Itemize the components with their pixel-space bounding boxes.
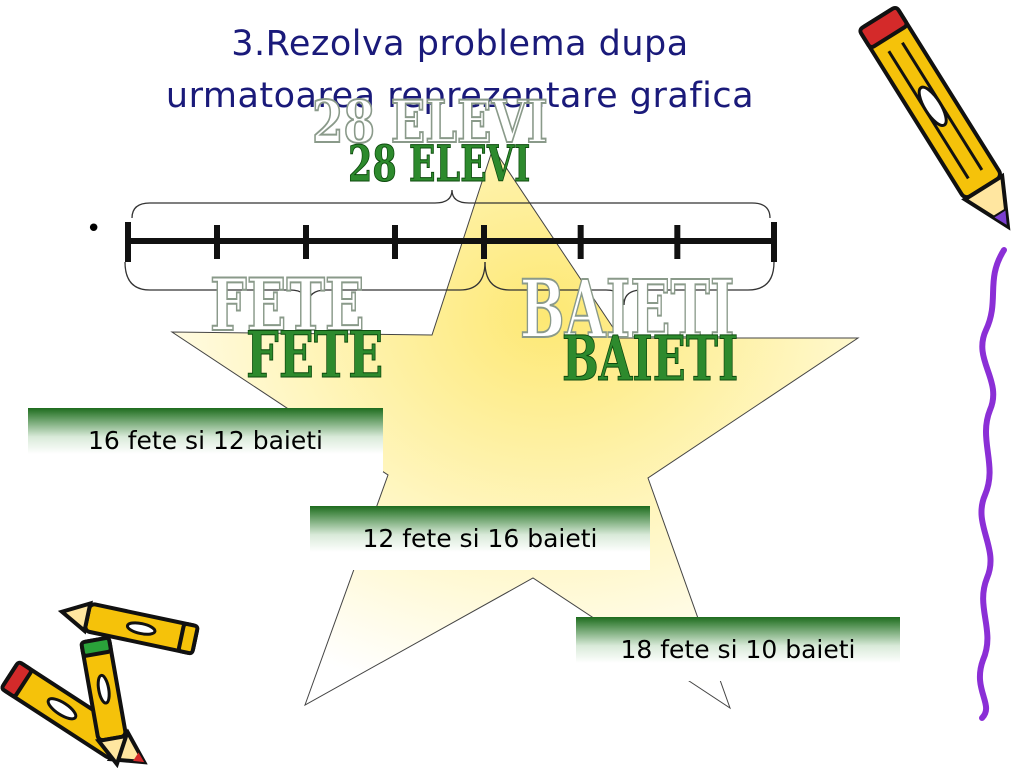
answer-option-2[interactable]: 12 fete si 16 baieti xyxy=(310,506,650,570)
total-label-shadow: 28 ELEVI xyxy=(311,87,548,157)
title-line-2: urmatoarea reprezentare grafica xyxy=(165,76,755,116)
slide-title: 3.Rezolva problema dupa urmatoarea repre… xyxy=(60,18,860,122)
answer-option-3[interactable]: 18 fete si 10 baieti xyxy=(576,617,900,681)
star-shape xyxy=(170,146,860,710)
total-label: 28 ELEVI xyxy=(348,134,531,194)
girls-label-shadow: FETE xyxy=(209,261,365,348)
girls-brace xyxy=(124,261,486,306)
title-line-1: 3.Rezolva problema dupa xyxy=(231,24,689,64)
bullet-point: • xyxy=(86,214,102,244)
pencil-bottom-left-3-icon xyxy=(57,600,200,656)
pencil-top-right-icon xyxy=(858,5,1011,231)
segment-ticks xyxy=(125,222,777,262)
pencil-bottom-left-2-icon xyxy=(79,636,130,768)
boys-brace xyxy=(484,261,775,306)
boys-label-shadow: BAIETI xyxy=(519,261,735,357)
pencil-bottom-left-1-icon xyxy=(0,660,148,765)
total-brace xyxy=(131,189,771,219)
answer-option-1[interactable]: 16 fete si 12 baieti xyxy=(28,408,383,472)
boys-label: BAIETI xyxy=(562,322,739,396)
squiggle-decoration xyxy=(976,247,1007,721)
girls-label: FETE xyxy=(246,318,384,394)
